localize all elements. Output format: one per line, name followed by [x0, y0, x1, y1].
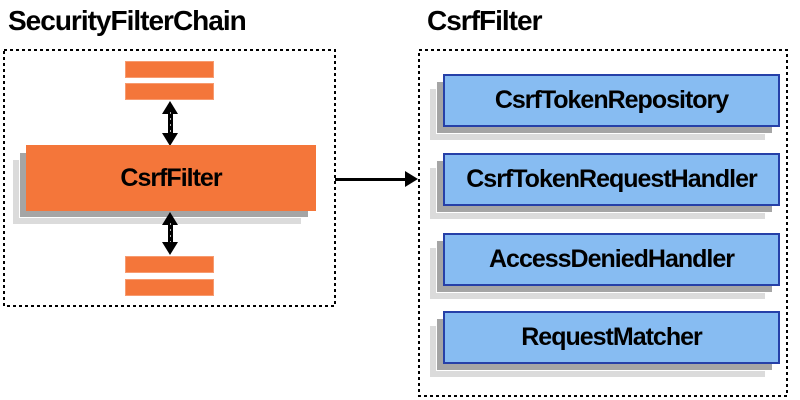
arrowhead-down-icon — [162, 133, 178, 146]
arrowhead-right-icon — [405, 171, 418, 187]
security-filter-chain-title: SecurityFilterChain — [8, 5, 247, 36]
filter-bar-top-1 — [125, 61, 214, 78]
arrow-shaft — [335, 177, 406, 181]
component-box-csrf-token-request-handler: CsrfTokenRequestHandler — [429, 153, 780, 220]
component-label: AccessDeniedHandler — [443, 233, 780, 286]
component-label: RequestMatcher — [443, 311, 780, 364]
double-arrow-top-icon — [162, 101, 178, 146]
arrowhead-up-icon — [162, 212, 178, 225]
component-box-request-matcher: RequestMatcher — [429, 311, 780, 378]
arrow-shaft — [167, 223, 173, 244]
component-label: CsrfTokenRepository — [443, 74, 780, 127]
arrowhead-up-icon — [162, 101, 178, 114]
filter-bar-bottom-1 — [125, 256, 214, 273]
arrowhead-down-icon — [162, 242, 178, 255]
csrf-filter-box: CsrfFilter — [12, 145, 316, 225]
arrow-shaft — [167, 112, 173, 135]
component-label: CsrfTokenRequestHandler — [443, 153, 780, 206]
csrf-filter-box-label: CsrfFilter — [26, 145, 316, 211]
filter-bar-top-2 — [125, 83, 214, 100]
component-box-access-denied-handler: AccessDeniedHandler — [429, 233, 780, 300]
flow-arrow-icon — [335, 171, 418, 187]
csrf-filter-boundary — [418, 49, 788, 397]
csrf-filter-title: CsrfFilter — [427, 5, 542, 36]
filter-bar-bottom-2 — [125, 279, 214, 296]
double-arrow-bottom-icon — [162, 212, 178, 255]
component-box-csrf-token-repository: CsrfTokenRepository — [429, 74, 780, 141]
